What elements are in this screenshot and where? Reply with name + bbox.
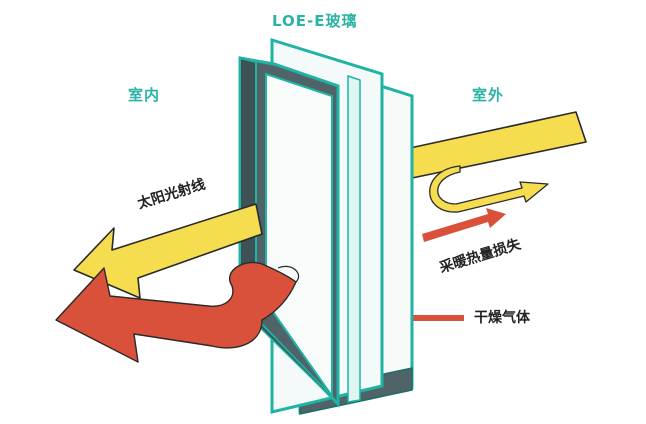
outdoor-sunlight-band bbox=[409, 111, 587, 179]
outdoor-label: 室外 bbox=[472, 86, 505, 104]
indoor-label: 室内 bbox=[128, 86, 161, 104]
indoor-heat-arrow bbox=[55, 261, 297, 363]
dry-gas-label: 干燥气体 bbox=[474, 310, 530, 326]
reflected-sunlight-arrow bbox=[429, 165, 549, 213]
diagram-title: LOE-E玻璃 bbox=[272, 12, 358, 30]
heat-loss-arrow bbox=[422, 208, 506, 242]
dry-gas-arrow bbox=[392, 310, 464, 326]
